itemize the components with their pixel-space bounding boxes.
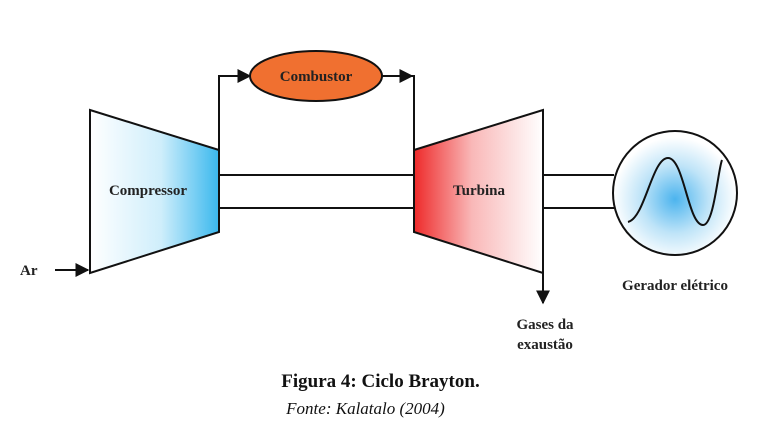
exhaust-label-line1: Gases da [516, 317, 574, 333]
shaft-compressor-turbine [219, 174, 414, 209]
compressor-label: Compressor [109, 183, 187, 199]
compressor-shape [89, 108, 220, 275]
generator-circle [612, 130, 738, 256]
combustor-label: Combustor [280, 69, 353, 85]
generator [612, 130, 738, 256]
air-inlet-label: Ar [20, 263, 38, 279]
turbine-label: Turbina [453, 183, 505, 199]
generator-label: Gerador elétrico [622, 278, 728, 294]
flow-arrow-compressor-to-combustor [218, 69, 252, 150]
shaft-turbine-generator [543, 174, 614, 209]
figure-caption: Figura 4: Ciclo Brayton. [281, 371, 480, 392]
sine-wave-icon [627, 156, 723, 227]
flow-arrow-combustor-to-turbine [381, 75, 415, 150]
combustor-shape [249, 50, 383, 102]
exhaust-label-line2: exaustão [517, 337, 573, 353]
figure-source: Fonte: Kalatalo (2004) [286, 399, 445, 418]
